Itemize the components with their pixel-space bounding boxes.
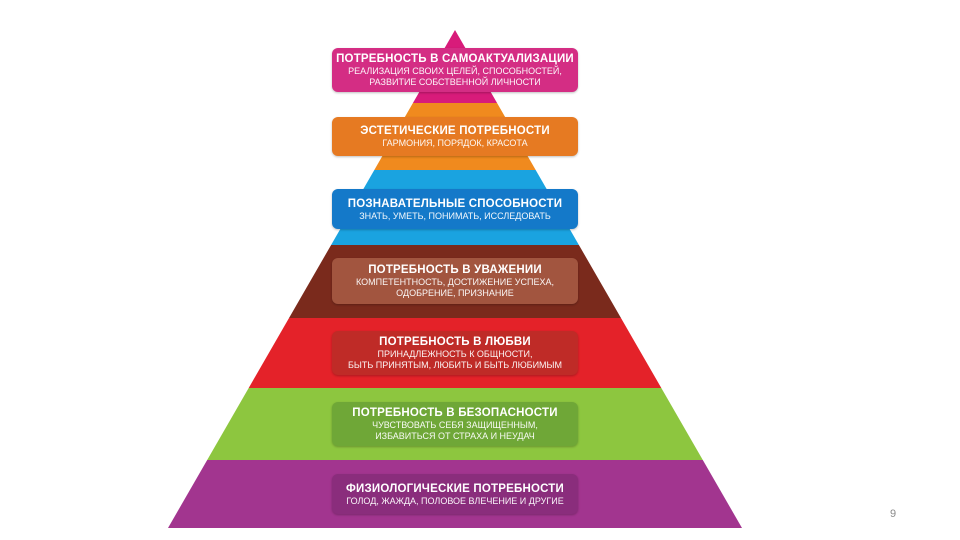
page-number: 9 <box>890 508 897 520</box>
level-title: ПОТРЕБНОСТЬ В ЛЮБВИ <box>379 336 531 348</box>
level-title: ПОТРЕБНОСТЬ В САМОАКТУАЛИЗАЦИИ <box>336 53 574 65</box>
level-description: ЗНАТЬ, УМЕТЬ, ПОНИМАТЬ, ИССЛЕДОВАТЬ <box>359 210 551 221</box>
level-description: КОМПЕТЕНТНОСТЬ, ДОСТИЖЕНИЕ УСПЕХА, ОДОБР… <box>356 277 554 298</box>
level-description: ГОЛОД, ЖАЖДА, ПОЛОВОЕ ВЛЕЧЕНИЕ И ДРУГИЕ <box>346 495 564 506</box>
level-title: ЭСТЕТИЧЕСКИЕ ПОТРЕБНОСТИ <box>360 125 550 137</box>
level-title: ПОТРЕБНОСТЬ В БЕЗОПАСНОСТИ <box>352 407 558 419</box>
level-description: ГАРМОНИЯ, ПОРЯДОК, КРАСОТА <box>382 138 528 148</box>
level-title: ФИЗИОЛОГИЧЕСКИЕ ПОТРЕБНОСТИ <box>345 482 564 495</box>
level-title: ПОЗНАВАТЕЛЬНЫЕ СПОСОБНОСТИ <box>347 197 563 210</box>
level-title: ПОТРЕБНОСТЬ В УВАЖЕНИИ <box>368 264 542 276</box>
level-description: ПРИНАДЛЕЖНОСТЬ К ОБЩНОСТИ, БЫТЬ ПРИНЯТЫМ… <box>347 349 563 370</box>
level-description: ЧУВСТВОВАТЬ СЕБЯ ЗАЩИЩЕННЫМ, ИЗБАВИТЬСЯ … <box>372 420 538 441</box>
level-description: РЕАЛИЗАЦИЯ СВОИХ ЦЕЛЕЙ, СПОСОБНОСТЕЙ, РА… <box>348 66 562 87</box>
